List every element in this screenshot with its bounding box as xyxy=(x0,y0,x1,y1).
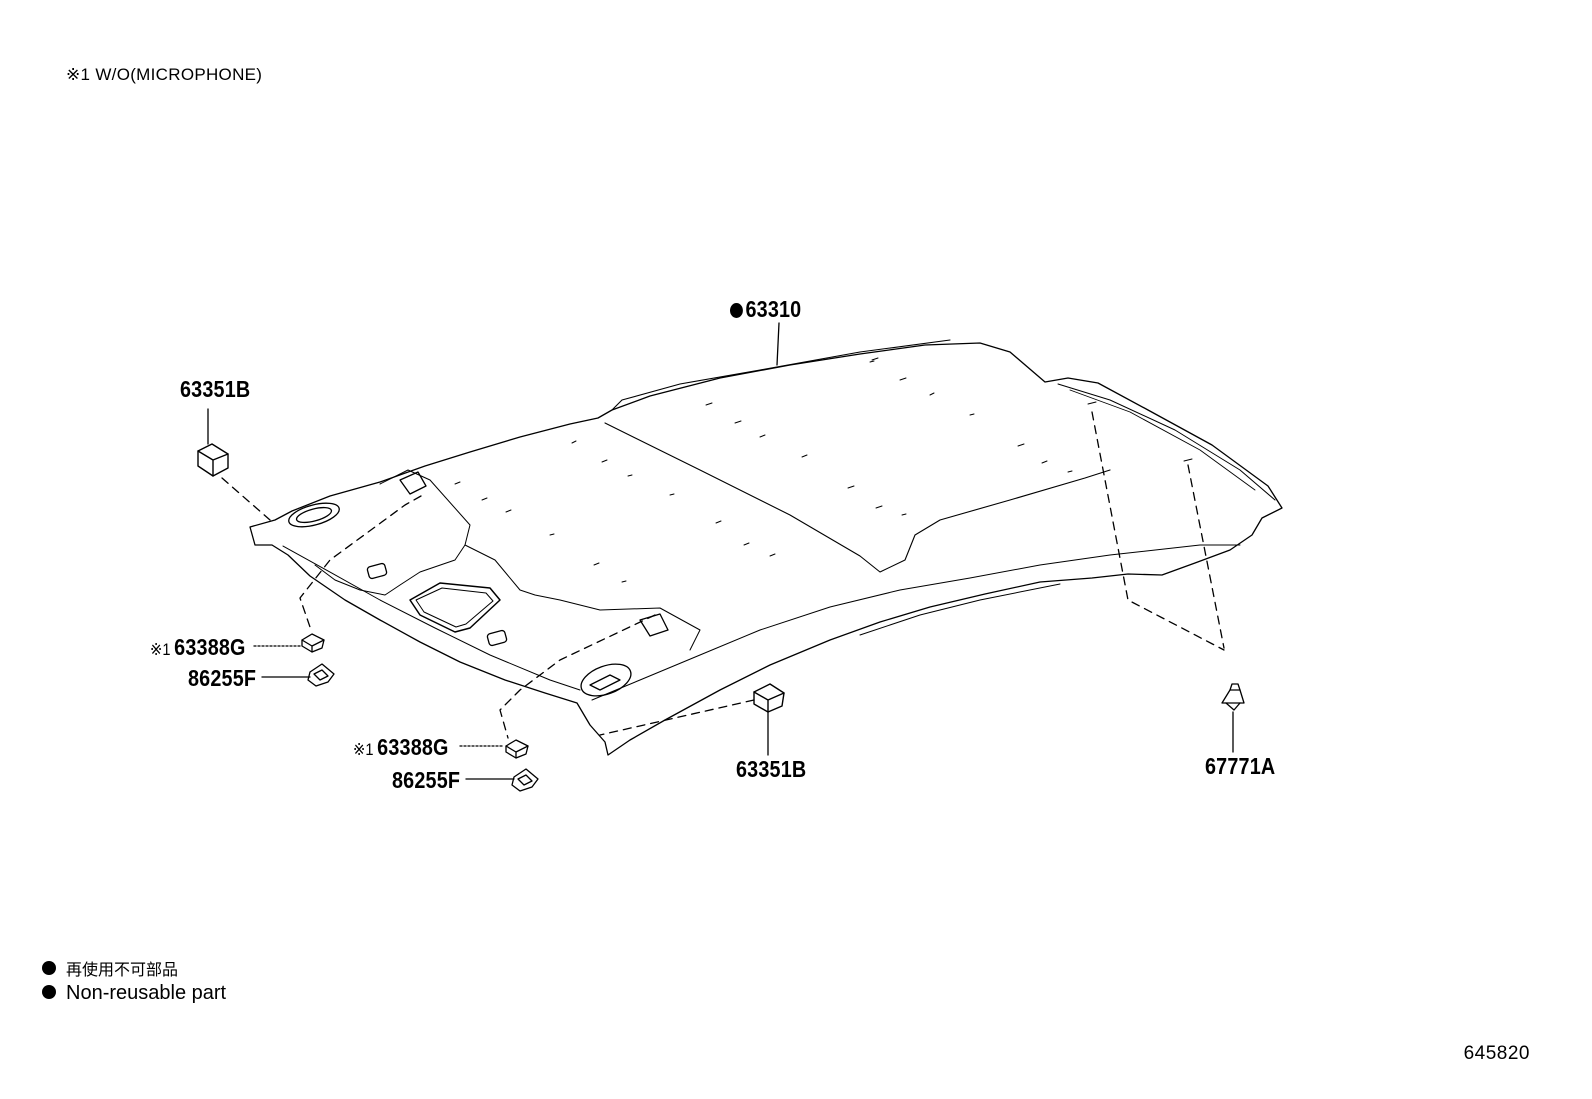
legend-dot-icon xyxy=(42,960,56,975)
clip-part-right xyxy=(511,768,539,792)
variant-note: ※1 W/O(MICROPHONE) xyxy=(66,65,263,84)
surface-holes xyxy=(454,357,1193,583)
illustration-code: 645820 xyxy=(1463,1043,1530,1064)
console-recess xyxy=(314,469,471,596)
label-pad-lower: 63351B xyxy=(736,756,807,782)
lamp-opening xyxy=(409,582,501,633)
label-pad-upper: 63351B xyxy=(180,376,251,402)
leader-63310 xyxy=(776,322,780,366)
legend-jp: 再使用不可部品 xyxy=(42,956,178,981)
fastener-part xyxy=(1221,683,1245,711)
legend-dot-icon xyxy=(42,984,56,999)
headlining-outline xyxy=(249,342,1283,756)
cover-part-left xyxy=(301,633,325,653)
visor-pad-left xyxy=(288,502,340,528)
legend-en: Non-reusable part xyxy=(42,982,226,1005)
non-reusable-dot-icon xyxy=(730,303,743,318)
headlining-seam xyxy=(604,422,1111,573)
visor-pad-right xyxy=(580,663,632,697)
label-clip-left: 86255F xyxy=(188,665,257,691)
clip-part-left xyxy=(307,663,335,687)
label-fastener: 67771A xyxy=(1205,753,1276,779)
label-headlining: 63310 xyxy=(730,296,801,323)
pad-part-upper xyxy=(197,443,229,477)
pad-part-lower xyxy=(753,683,785,713)
cover-part-right xyxy=(505,739,529,759)
label-clip-right: 86255F xyxy=(392,767,461,793)
